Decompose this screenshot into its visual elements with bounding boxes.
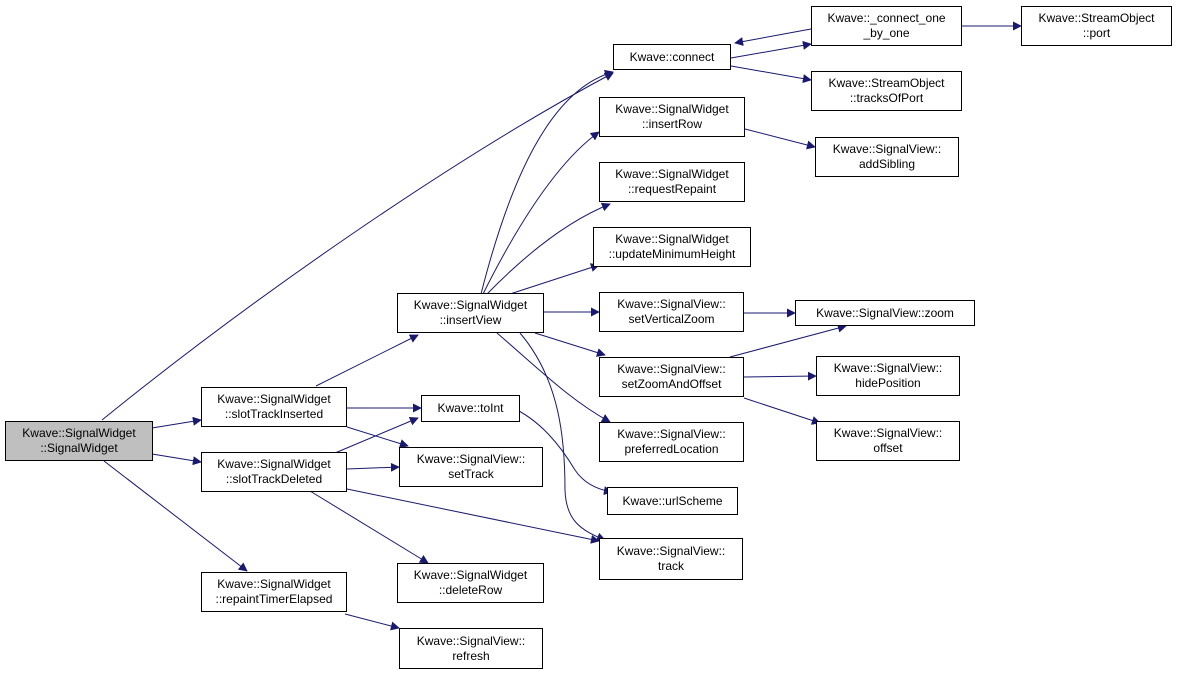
node-label-line2: ::SignalWidget [40, 441, 118, 455]
node-insert-row[interactable]: Kwave::SignalWidget ::insertRow [599, 97, 745, 137]
edge-insert-row-to-add-sibling [744, 128, 816, 150]
node-stream-object-tracks-of-port[interactable]: Kwave::StreamObject ::tracksOfPort [811, 71, 962, 111]
node-track[interactable]: Kwave::SignalView:: track [599, 538, 743, 580]
node-label-line2: ::insertRow [641, 117, 703, 131]
node-add-sibling[interactable]: Kwave::SignalView:: addSibling [815, 137, 959, 177]
node-set-track[interactable]: Kwave::SignalView:: setTrack [399, 447, 543, 487]
node-connect[interactable]: Kwave::connect [613, 44, 731, 70]
node-slot-track-deleted[interactable]: Kwave::SignalWidget ::slotTrackDeleted [201, 452, 347, 492]
node-label-line2: ::updateMinimumHeight [608, 247, 736, 261]
edge-connect-to-tracks-of-port [730, 65, 812, 84]
node-label-line1: Kwave::SignalWidget [615, 232, 729, 246]
node-label-line1: Kwave::SignalView:: [416, 452, 526, 466]
node-set-vertical-zoom[interactable]: Kwave::SignalView:: setVerticalZoom [599, 292, 744, 332]
node-label-line2: ::requestRepaint [627, 182, 717, 196]
edge-set-zoom-and-offset-to-hide-position [743, 371, 817, 381]
edge-slot-track-deleted-to-set-track [346, 462, 400, 472]
edge-insert-view-to-track [519, 332, 606, 542]
edge-root-to-slot-track-inserted [151, 416, 202, 429]
node-label-line1: Kwave::toInt [437, 401, 504, 415]
node-label-line2: ::repaintTimerElapsed [215, 592, 333, 606]
node-label-line1: Kwave::connect [629, 49, 715, 64]
node-label-line2: refresh [452, 648, 490, 663]
node-url-scheme[interactable]: Kwave::urlScheme [607, 487, 738, 515]
edge-root-to-slot-track-deleted [151, 453, 202, 466]
node-hide-position[interactable]: Kwave::SignalView:: hidePosition [816, 356, 960, 396]
node-label-line2: ::slotTrackDeleted [225, 472, 323, 486]
node-connect-one-by-one[interactable]: Kwave::_connect_one _by_one [811, 6, 962, 46]
edge-set-zoom-and-offset-to-offset [743, 397, 821, 425]
node-label-line2: ::tracksOfPort [849, 91, 924, 105]
node-label-line1: Kwave::_connect_one [827, 11, 946, 25]
node-refresh[interactable]: Kwave::SignalView:: refresh [399, 628, 543, 669]
node-label-line1: Kwave::urlScheme [622, 493, 723, 508]
edge-slot-track-inserted-to-insert-view [315, 334, 419, 387]
node-label-line2: preferredLocation [624, 442, 719, 456]
node-slot-track-inserted[interactable]: Kwave::SignalWidget ::slotTrackInserted [201, 387, 347, 427]
edge-repaint-timer-elapsed-to-refresh [344, 613, 400, 631]
node-label-line1: Kwave::SignalView:: [416, 633, 526, 648]
edge-insert-view-to-preferred-location [496, 332, 611, 423]
node-offset[interactable]: Kwave::SignalView:: offset [816, 421, 960, 461]
node-label-line1: Kwave::SignalView:: [832, 142, 942, 156]
node-label-line2: track [657, 559, 684, 573]
node-label-line2: offset [873, 441, 903, 455]
node-insert-view[interactable]: Kwave::SignalWidget ::insertView [397, 293, 544, 333]
node-label-line1: Kwave::SignalView:: [617, 362, 726, 376]
node-label-line1: Kwave::SignalView:: [617, 427, 726, 441]
edge-insert-view-to-connect [480, 69, 614, 295]
edge-slot-track-inserted-to-set-track [346, 426, 409, 448]
node-label-line2: hidePosition [855, 376, 921, 390]
node-label-line1: Kwave::SignalView:: [833, 361, 943, 375]
node-label-line1: Kwave::SignalWidget [615, 102, 729, 116]
edge-insert-view-to-insert-row [482, 131, 600, 295]
node-label-line1: Kwave::SignalView:: [833, 426, 943, 440]
node-stream-object-port[interactable]: Kwave::StreamObject ::port [1021, 6, 1172, 46]
node-label-line2: ::port [1082, 26, 1111, 40]
node-set-zoom-and-offset[interactable]: Kwave::SignalView:: setZoomAndOffset [599, 357, 744, 397]
edge-connect-to-connect-one-by-one [730, 40, 812, 59]
node-signal-widget-ctor[interactable]: Kwave::SignalWidget ::SignalWidget [5, 421, 153, 461]
edge-insert-view-to-set-zoom-and-offset [534, 332, 606, 357]
node-label-line1: Kwave::SignalWidget [217, 392, 331, 406]
node-repaint-timer-elapsed[interactable]: Kwave::SignalWidget ::repaintTimerElapse… [201, 572, 347, 612]
node-label-line1: Kwave::SignalView:: [616, 544, 726, 558]
node-label-line1: Kwave::StreamObject [1038, 11, 1155, 25]
edge-root-to-connect [101, 72, 614, 421]
edge-set-zoom-and-offset-to-zoom [729, 323, 847, 358]
node-label-line1: Kwave::SignalWidget [217, 577, 331, 591]
node-label-line1: Kwave::SignalWidget [413, 568, 528, 582]
node-label-line1: Kwave::SignalView::zoom [816, 305, 954, 320]
node-label-line1: Kwave::SignalWidget [413, 298, 528, 312]
node-label-line1: Kwave::SignalView:: [617, 297, 726, 311]
node-update-minimum-height[interactable]: Kwave::SignalWidget ::updateMinimumHeigh… [593, 227, 751, 267]
node-label-line1: Kwave::SignalWidget [615, 167, 729, 181]
edge-slot-track-deleted-to-delete-row [309, 490, 429, 564]
node-zoom[interactable]: Kwave::SignalView::zoom [795, 300, 975, 326]
node-label-line2: ::insertView [439, 313, 502, 327]
edge-slot-track-deleted-to-track [346, 488, 600, 544]
node-label-line2: addSibling [858, 157, 916, 171]
node-delete-row[interactable]: Kwave::SignalWidget ::deleteRow [397, 563, 544, 603]
node-label-line2: setTrack [448, 467, 494, 481]
node-label-line2: ::deleteRow [438, 583, 503, 597]
node-label-line2: _by_one [863, 26, 910, 40]
node-label-line1: Kwave::StreamObject [828, 76, 945, 90]
node-label-line2: setZoomAndOffset [621, 377, 722, 391]
edge-slot-track-deleted-to-to-int [334, 417, 419, 454]
node-label-line1: Kwave::SignalWidget [217, 457, 331, 471]
node-label-line1: Kwave::SignalWidget [22, 426, 136, 440]
edge-insert-view-to-update-min-height [509, 263, 600, 295]
edge-to-int-to-url-scheme [510, 406, 613, 496]
edge-insert-view-to-request-repaint [486, 202, 611, 295]
node-label-line2: setVerticalZoom [628, 312, 715, 326]
node-label-line2: ::slotTrackInserted [224, 407, 324, 421]
edge-connect-one-by-one-to-connect [734, 28, 812, 46]
node-preferred-location[interactable]: Kwave::SignalView:: preferredLocation [599, 422, 744, 462]
edge-root-to-repaint-timer-elapsed [103, 460, 248, 572]
node-request-repaint[interactable]: Kwave::SignalWidget ::requestRepaint [599, 162, 745, 202]
node-to-int[interactable]: Kwave::toInt [421, 395, 520, 422]
